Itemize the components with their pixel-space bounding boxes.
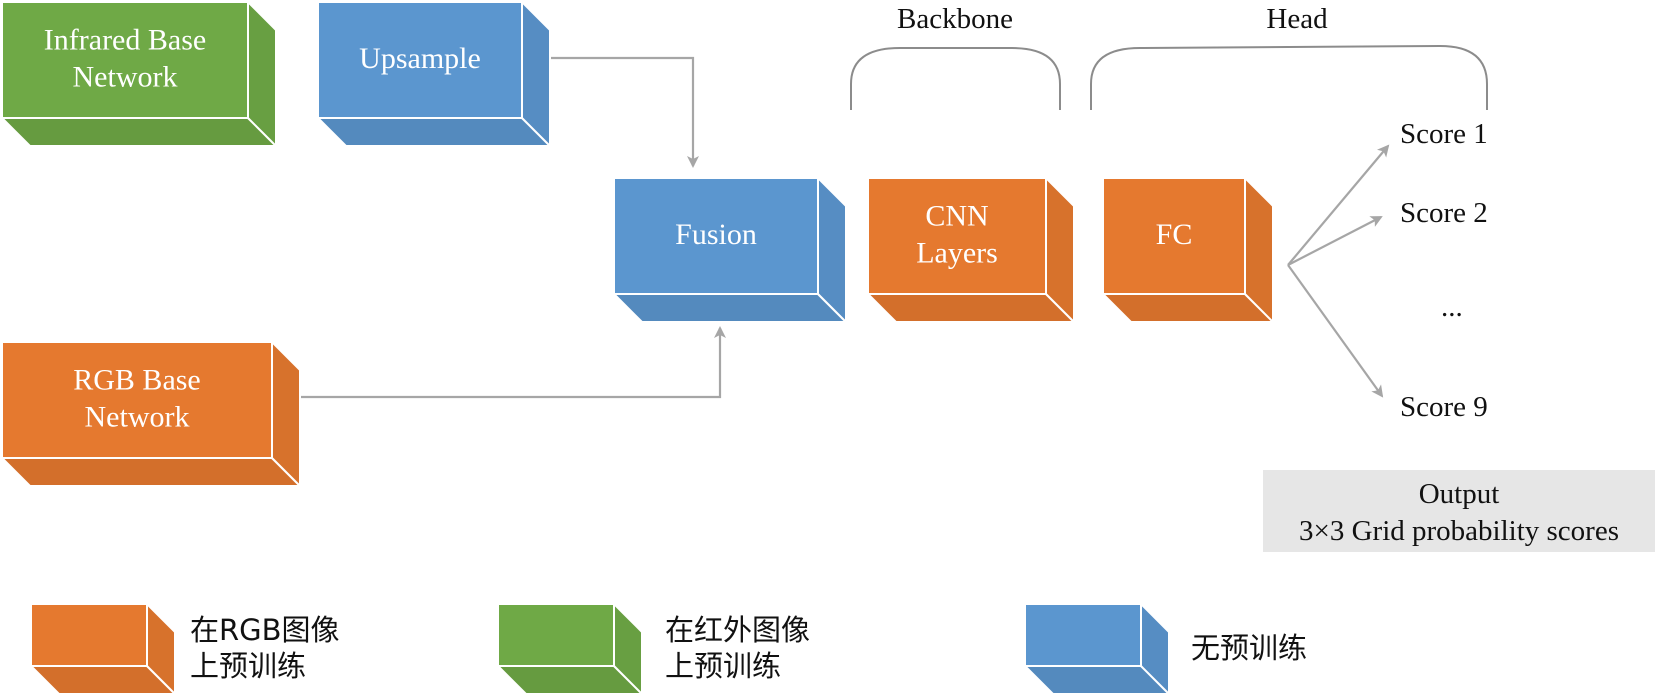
fusion-block: Fusion [613, 177, 847, 323]
fc-block: FC [1102, 177, 1274, 323]
legend-swatch-1 [30, 603, 176, 695]
score-2-label: Score 2 [1400, 197, 1488, 229]
cnn-block-bottom-face [867, 293, 1075, 323]
upsample-to-fusion-arrow [520, 56, 699, 168]
upsample-block-label-line-1: Upsample [359, 42, 481, 75]
fusion-block-label-line-1: Fusion [675, 218, 757, 251]
cnn-block-label-line-2: Layers [916, 236, 998, 269]
rgb-block-front-face [1, 341, 273, 459]
legend-swatch-2 [497, 603, 643, 695]
fc-to-score9-arrow [1287, 264, 1384, 398]
infrared-block-bottom-face [1, 117, 277, 147]
rgb-block-bottom-face [1, 457, 301, 487]
backbone-label: Backbone [897, 3, 1013, 35]
legend-label-3-line-1: 无预训练 [1191, 631, 1307, 665]
legend-swatch-2-front-face [497, 603, 615, 667]
legend-label-1-line-2: 上预训练 [190, 649, 306, 683]
upsample-block-front-face [317, 1, 523, 119]
fusion-block-bottom-face [613, 293, 847, 323]
fc-to-score1-arrow [1287, 144, 1390, 266]
upsample-block: Upsample [317, 1, 551, 147]
fc-block-bottom-face [1102, 293, 1274, 323]
output-subtitle: 3×3 Grid probability scores [1299, 515, 1619, 547]
cnn-block: CNN Layers [867, 177, 1075, 323]
score-9-label: Score 9 [1400, 391, 1488, 423]
rgb-to-fusion-arrow [286, 326, 726, 399]
output-title: Output [1419, 478, 1500, 510]
legend-label-2-line-1: 在红外图像 [665, 613, 810, 647]
fc-block-label-line-1: FC [1156, 218, 1193, 251]
upsample-block-bottom-face [317, 117, 551, 147]
infrared-block-front-face [1, 1, 249, 119]
fc-to-score2-arrow [1287, 216, 1383, 266]
score-1-label: Score 1 [1400, 118, 1488, 150]
infrared-block-label-line-2: Network [73, 60, 178, 93]
head-label: Head [1266, 3, 1328, 35]
output-box [1263, 470, 1655, 552]
legend-swatch-3-front-face [1024, 603, 1142, 667]
fc-block-front-face [1102, 177, 1246, 295]
cnn-block-label-line-1: CNN [925, 199, 988, 232]
legend-label-2-line-2: 上预训练 [665, 649, 781, 683]
legend-swatch-3 [1024, 603, 1170, 695]
legend-swatch-1-front-face [30, 603, 148, 667]
legend-label-1-line-1: 在RGB图像 [190, 613, 340, 647]
head-brace [1090, 44, 1488, 110]
score-ellipsis-label: ... [1441, 291, 1463, 323]
fusion-block-front-face [613, 177, 819, 295]
cnn-block-front-face [867, 177, 1047, 295]
rgb-block-label-line-2: Network [85, 400, 190, 433]
backbone-brace [850, 47, 1061, 110]
infrared-block-label-line-1: Infrared Base [44, 23, 206, 56]
rgb-block-label-line-1: RGB Base [73, 363, 201, 396]
